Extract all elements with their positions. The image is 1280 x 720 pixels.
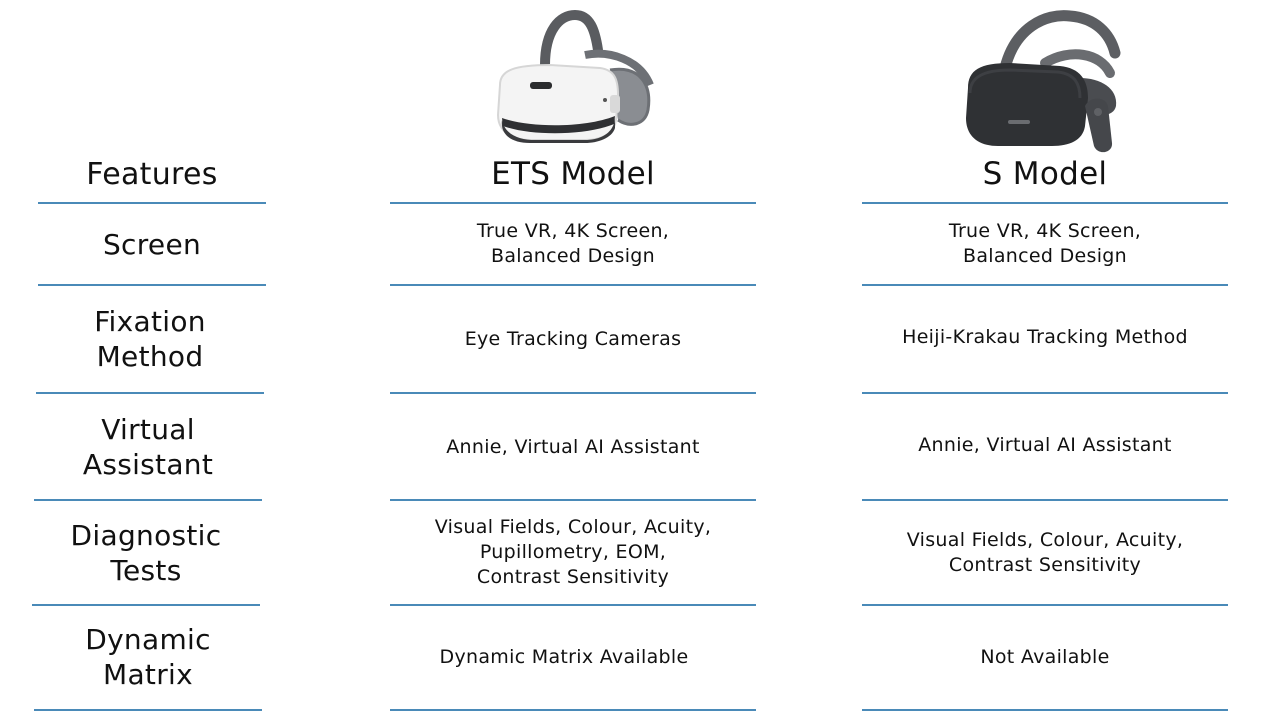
row-rule <box>390 392 756 394</box>
row-rule <box>32 604 260 606</box>
ets-assistant-value: Annie, Virtual AI Assistant <box>446 435 700 458</box>
ets-diagnostic-value: Visual Fields, Colour, Acuity,Pupillomet… <box>434 516 712 588</box>
row-rule <box>862 604 1228 606</box>
features-header: Features <box>86 156 218 192</box>
black-vr-headset-icon <box>966 10 1121 153</box>
features-header-rule <box>38 202 266 204</box>
row-rule <box>390 604 756 606</box>
s-model-header: S Model <box>982 156 1108 192</box>
s-screen-value: True VR, 4K Screen,Balanced Design <box>948 220 1142 267</box>
s-assistant-value: Annie, Virtual AI Assistant <box>918 433 1172 456</box>
ets-fixation-value: Eye Tracking Cameras <box>464 327 682 350</box>
row-rule <box>862 392 1228 394</box>
row-rule <box>862 499 1228 501</box>
row-rule <box>34 499 262 501</box>
ets-model-header: ETS Model <box>491 156 655 192</box>
row-rule <box>38 284 266 286</box>
feature-screen: Screen <box>102 227 202 261</box>
row-rule <box>390 709 756 711</box>
row-rule <box>34 709 262 711</box>
row-rule <box>390 499 756 501</box>
white-vr-headset-icon <box>496 10 654 143</box>
ets-header-rule <box>390 202 756 204</box>
row-rule <box>862 709 1228 711</box>
s-diagnostic-value: Visual Fields, Colour, Acuity,Contrast S… <box>906 528 1184 576</box>
row-rule <box>36 392 264 394</box>
s-header-rule <box>862 202 1228 204</box>
s-fixation-value: Heiji-Krakau Tracking Method <box>902 325 1188 348</box>
s-matrix-value: Not Available <box>980 645 1110 668</box>
ets-matrix-value: Dynamic Matrix Available <box>439 645 689 668</box>
row-rule <box>390 284 756 286</box>
row-rule <box>862 284 1228 286</box>
ets-screen-value: True VR, 4K Screen,Balanced Design <box>476 220 670 267</box>
